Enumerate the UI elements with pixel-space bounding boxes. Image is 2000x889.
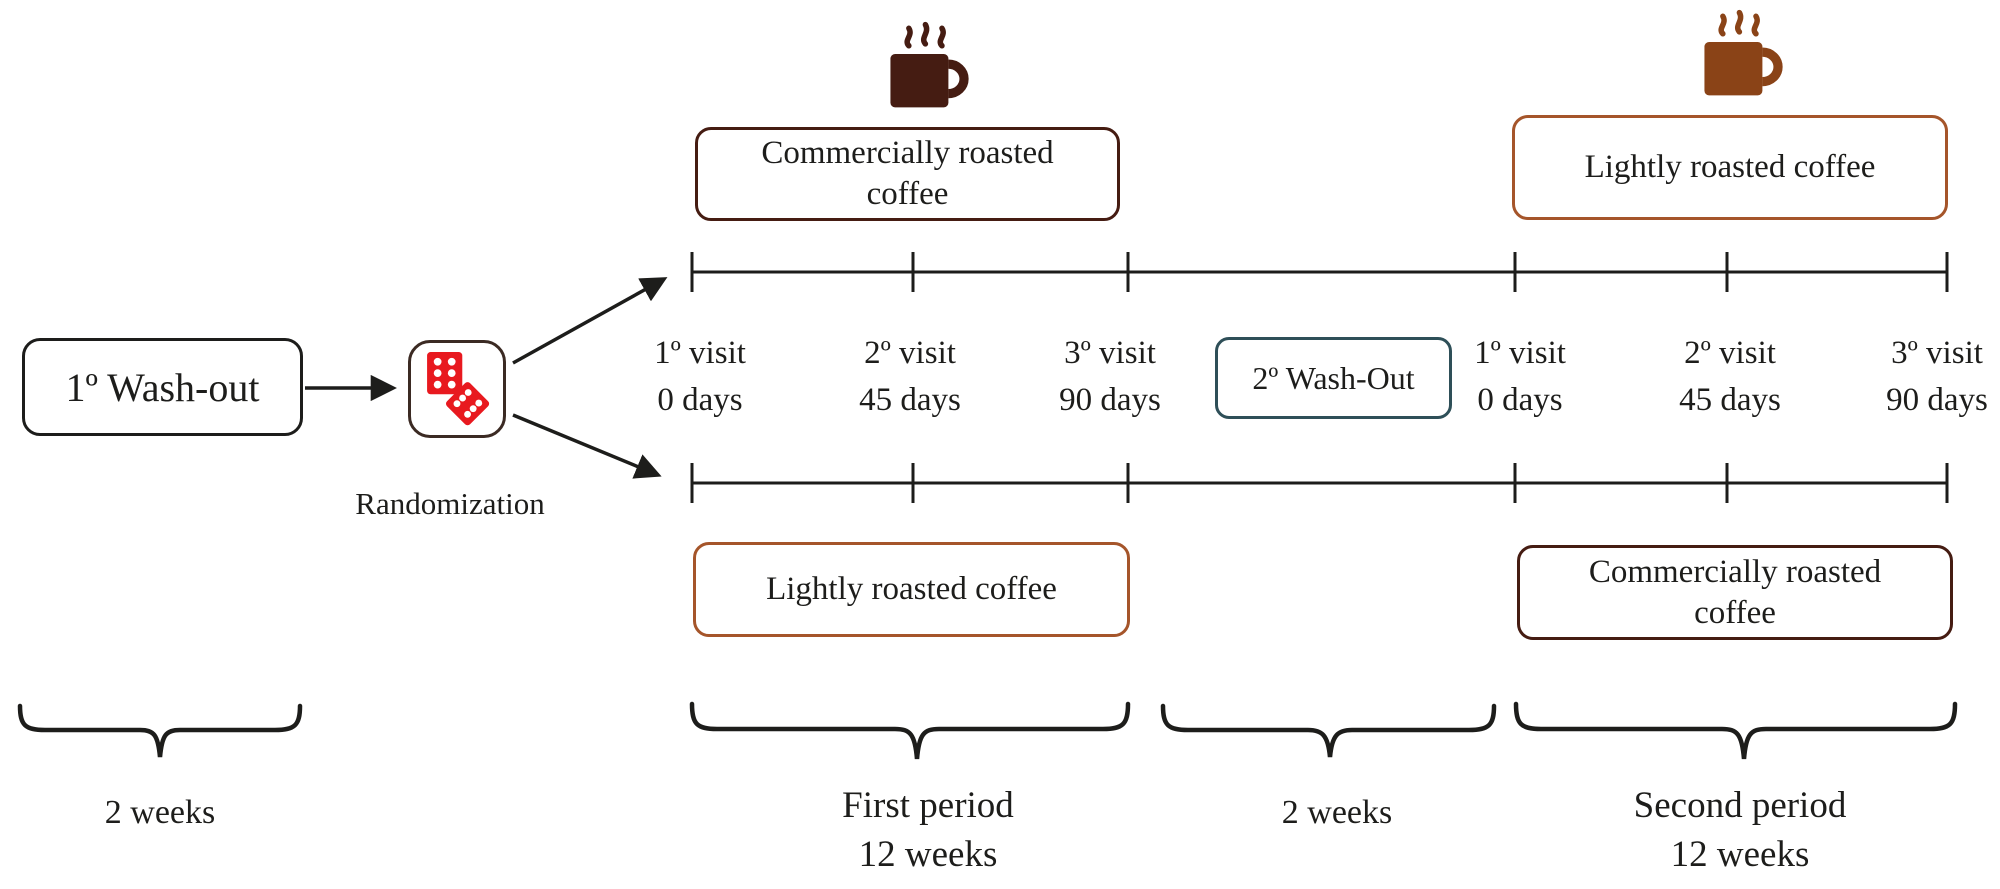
washout1-duration-label: 2 weeks [104, 794, 216, 831]
washout2-duration-label: 2 weeks [1281, 794, 1393, 831]
first-washout-label: 1º Wash-out [65, 364, 260, 410]
visit-number: 3º visit [1064, 335, 1156, 371]
visit-day: 90 days [1886, 382, 1988, 418]
duration-braces [17, 701, 1958, 760]
visit-label-p1-v1: 1º visit 0 days [620, 330, 780, 424]
visit-number: 1º visit [1474, 335, 1566, 371]
brace-washout1 [17, 703, 303, 758]
visit-day: 0 days [1477, 382, 1563, 418]
visit-label-p2-v1: 1º visit 0 days [1440, 330, 1600, 424]
first-washout-box: 1º Wash-out [22, 338, 303, 436]
top-arm-second-intervention-label: Lightly roasted coffee [1584, 149, 1876, 185]
brace-first-period [689, 701, 1131, 760]
steam-lines [904, 21, 946, 49]
first-period-label: First period 12 weeks [842, 785, 1014, 875]
die-upright [427, 352, 463, 395]
arrow-dice-to-bottom-arm [512, 413, 662, 479]
top-arm-first-intervention-box: Commercially roasted coffee [695, 127, 1120, 221]
bottom-arm-first-intervention-label: Lightly roasted coffee [766, 571, 1057, 607]
visit-day: 90 days [1059, 382, 1161, 418]
second-washout-box: 2º Wash-Out [1215, 337, 1452, 419]
die-tilted [445, 382, 490, 426]
arrow-dice-to-top-arm [512, 277, 668, 365]
top-timeline [690, 252, 1949, 292]
randomization-label: Randomization [355, 486, 545, 521]
brace-second-period [1513, 701, 1958, 760]
second-period-label: Second period 12 weeks [1633, 785, 1847, 875]
bottom-timeline [690, 463, 1949, 503]
steam-lines [1718, 9, 1760, 37]
visit-number: 2º visit [864, 335, 956, 371]
top-arm-second-intervention-box: Lightly roasted coffee [1512, 115, 1948, 220]
randomization-dice-box [408, 340, 506, 438]
brace-washout2 [1160, 703, 1497, 758]
visit-number: 2º visit [1684, 335, 1776, 371]
visit-label-p1-v3: 3º visit 90 days [1030, 330, 1190, 424]
visit-number: 1º visit [654, 335, 746, 371]
bottom-arm-second-intervention-box: Commercially roasted coffee [1517, 545, 1953, 640]
visit-day: 0 days [657, 382, 743, 418]
bottom-arm-second-intervention-label: Commercially roasted coffee [1588, 553, 1882, 631]
visit-day: 45 days [1679, 382, 1781, 418]
visit-label-p2-v3: 3º visit 90 days [1862, 330, 2000, 424]
bottom-arm-first-intervention-box: Lightly roasted coffee [693, 542, 1130, 637]
visit-label-p1-v2: 2º visit 45 days [830, 330, 990, 424]
dice-icon [427, 352, 490, 426]
coffee-mug-light-icon [1704, 9, 1783, 96]
second-washout-label: 2º Wash-Out [1252, 359, 1415, 396]
flow-arrows [305, 277, 668, 479]
coffee-mug-dark-icon [890, 21, 969, 108]
top-arm-first-intervention-label: Commercially roasted coffee [761, 135, 1054, 212]
visit-day: 45 days [859, 382, 961, 418]
visit-label-p2-v2: 2º visit 45 days [1650, 330, 1810, 424]
visit-number: 3º visit [1891, 335, 1983, 371]
